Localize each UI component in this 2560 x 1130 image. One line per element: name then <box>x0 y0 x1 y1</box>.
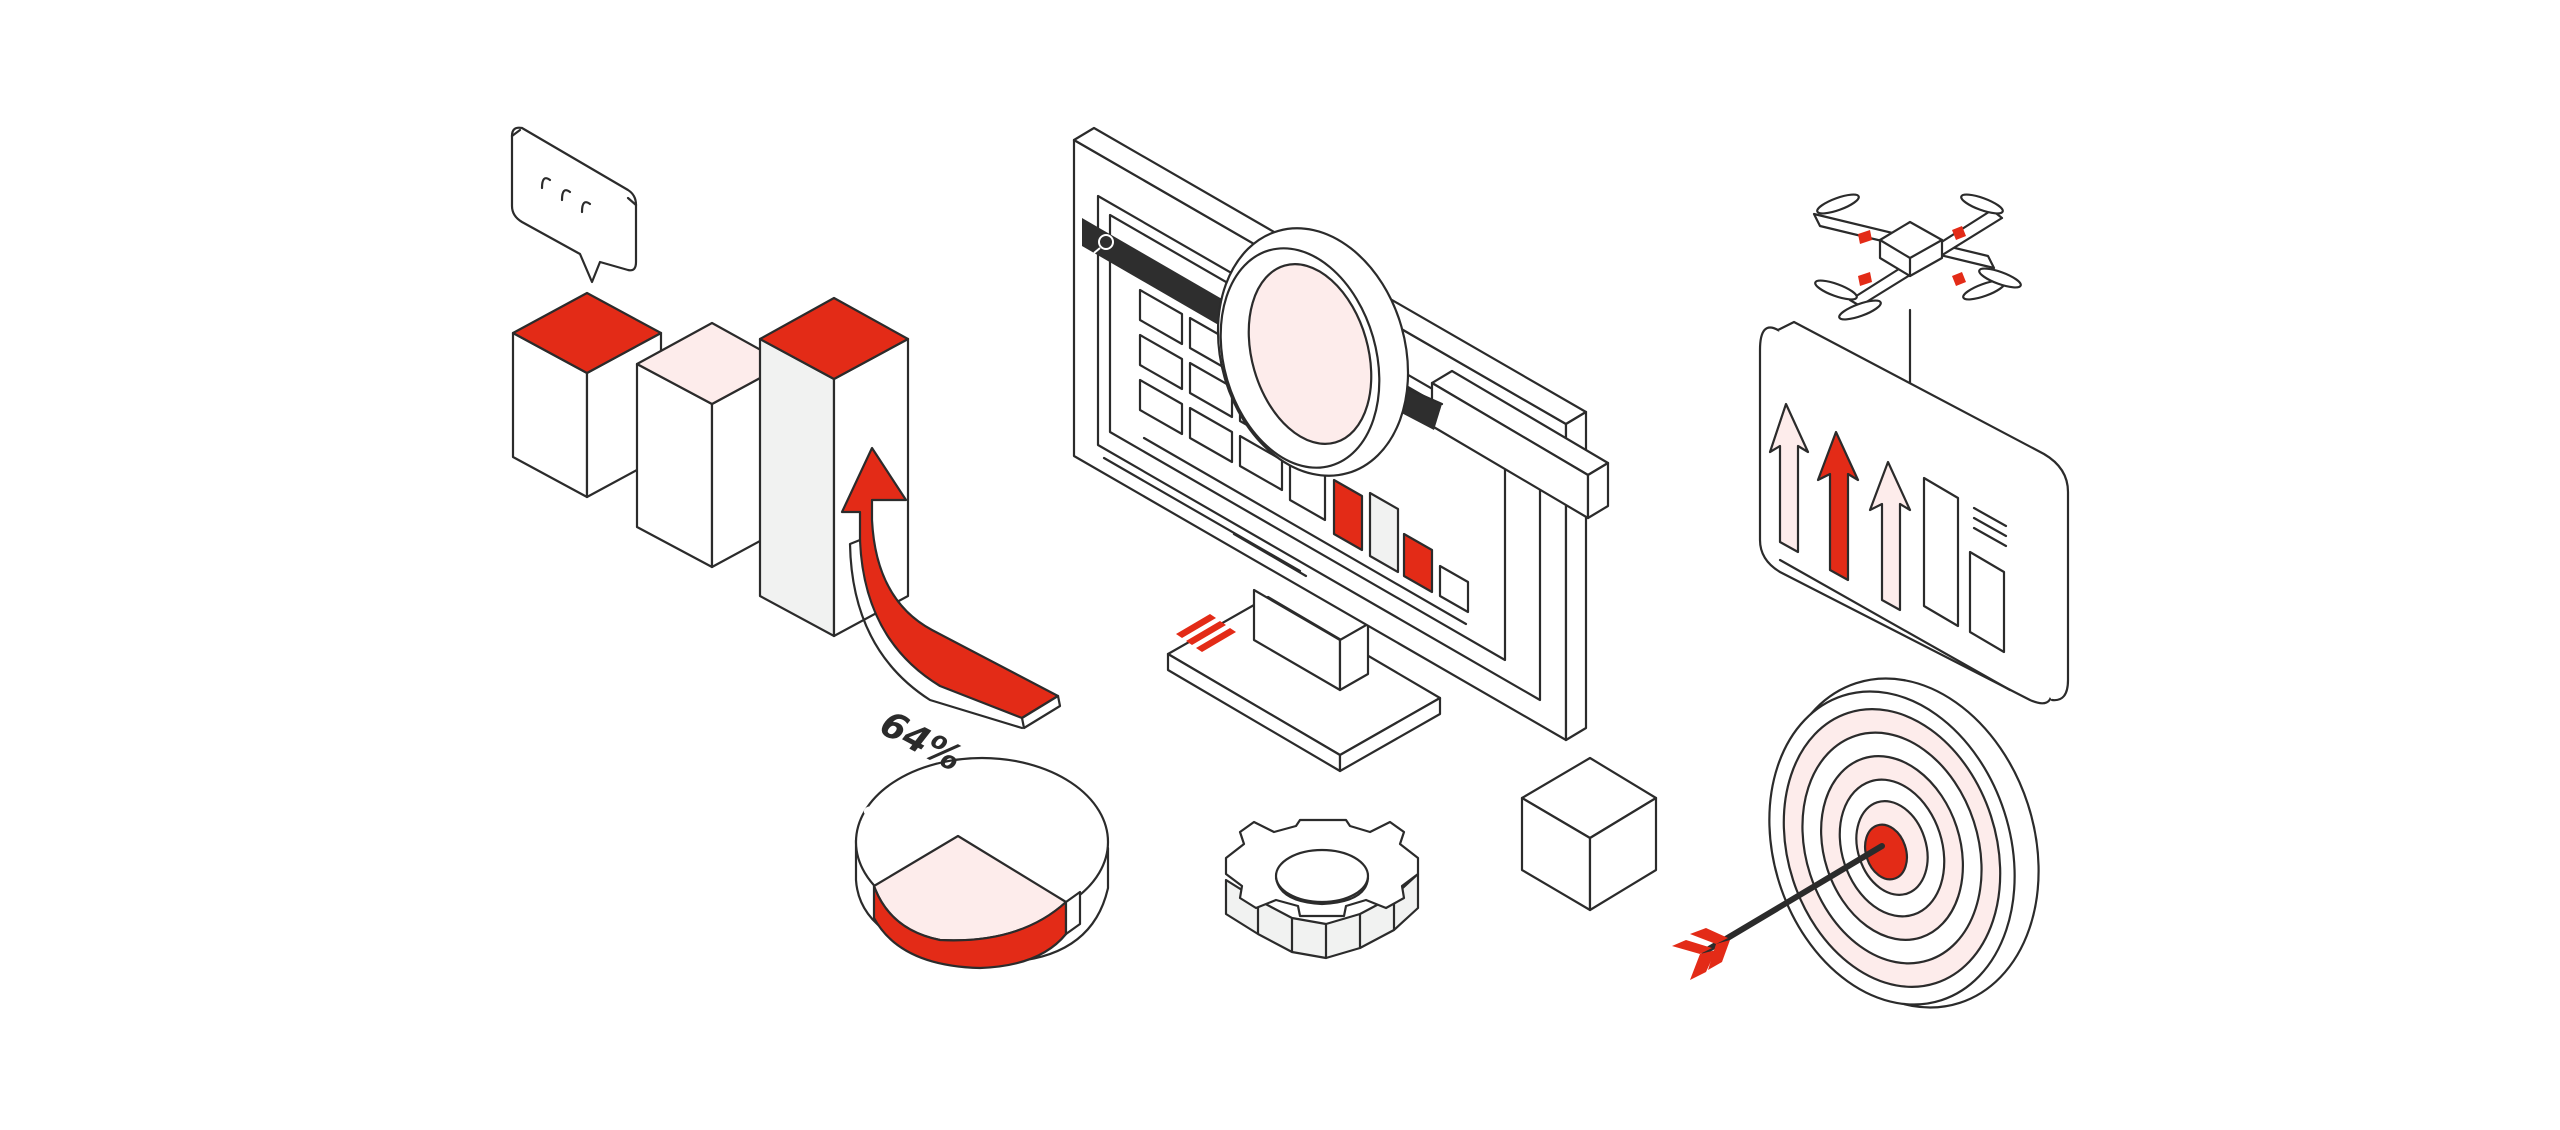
search-icon <box>1093 234 1114 254</box>
growth-arrow-icon <box>840 446 1062 730</box>
pie-chart-icon: 64% 36% <box>823 704 1110 970</box>
speech-bubble-icon <box>510 126 638 284</box>
drone-icon <box>1812 193 2022 388</box>
analytics-board-icon <box>1758 320 2070 705</box>
arrow-icon <box>1672 843 1885 980</box>
bar-chart-icon <box>511 291 910 638</box>
cube-icon <box>1520 756 1658 912</box>
target-icon <box>1768 677 2040 1009</box>
gear-icon <box>1224 818 1420 960</box>
magnifying-glass-icon <box>1216 227 1610 520</box>
